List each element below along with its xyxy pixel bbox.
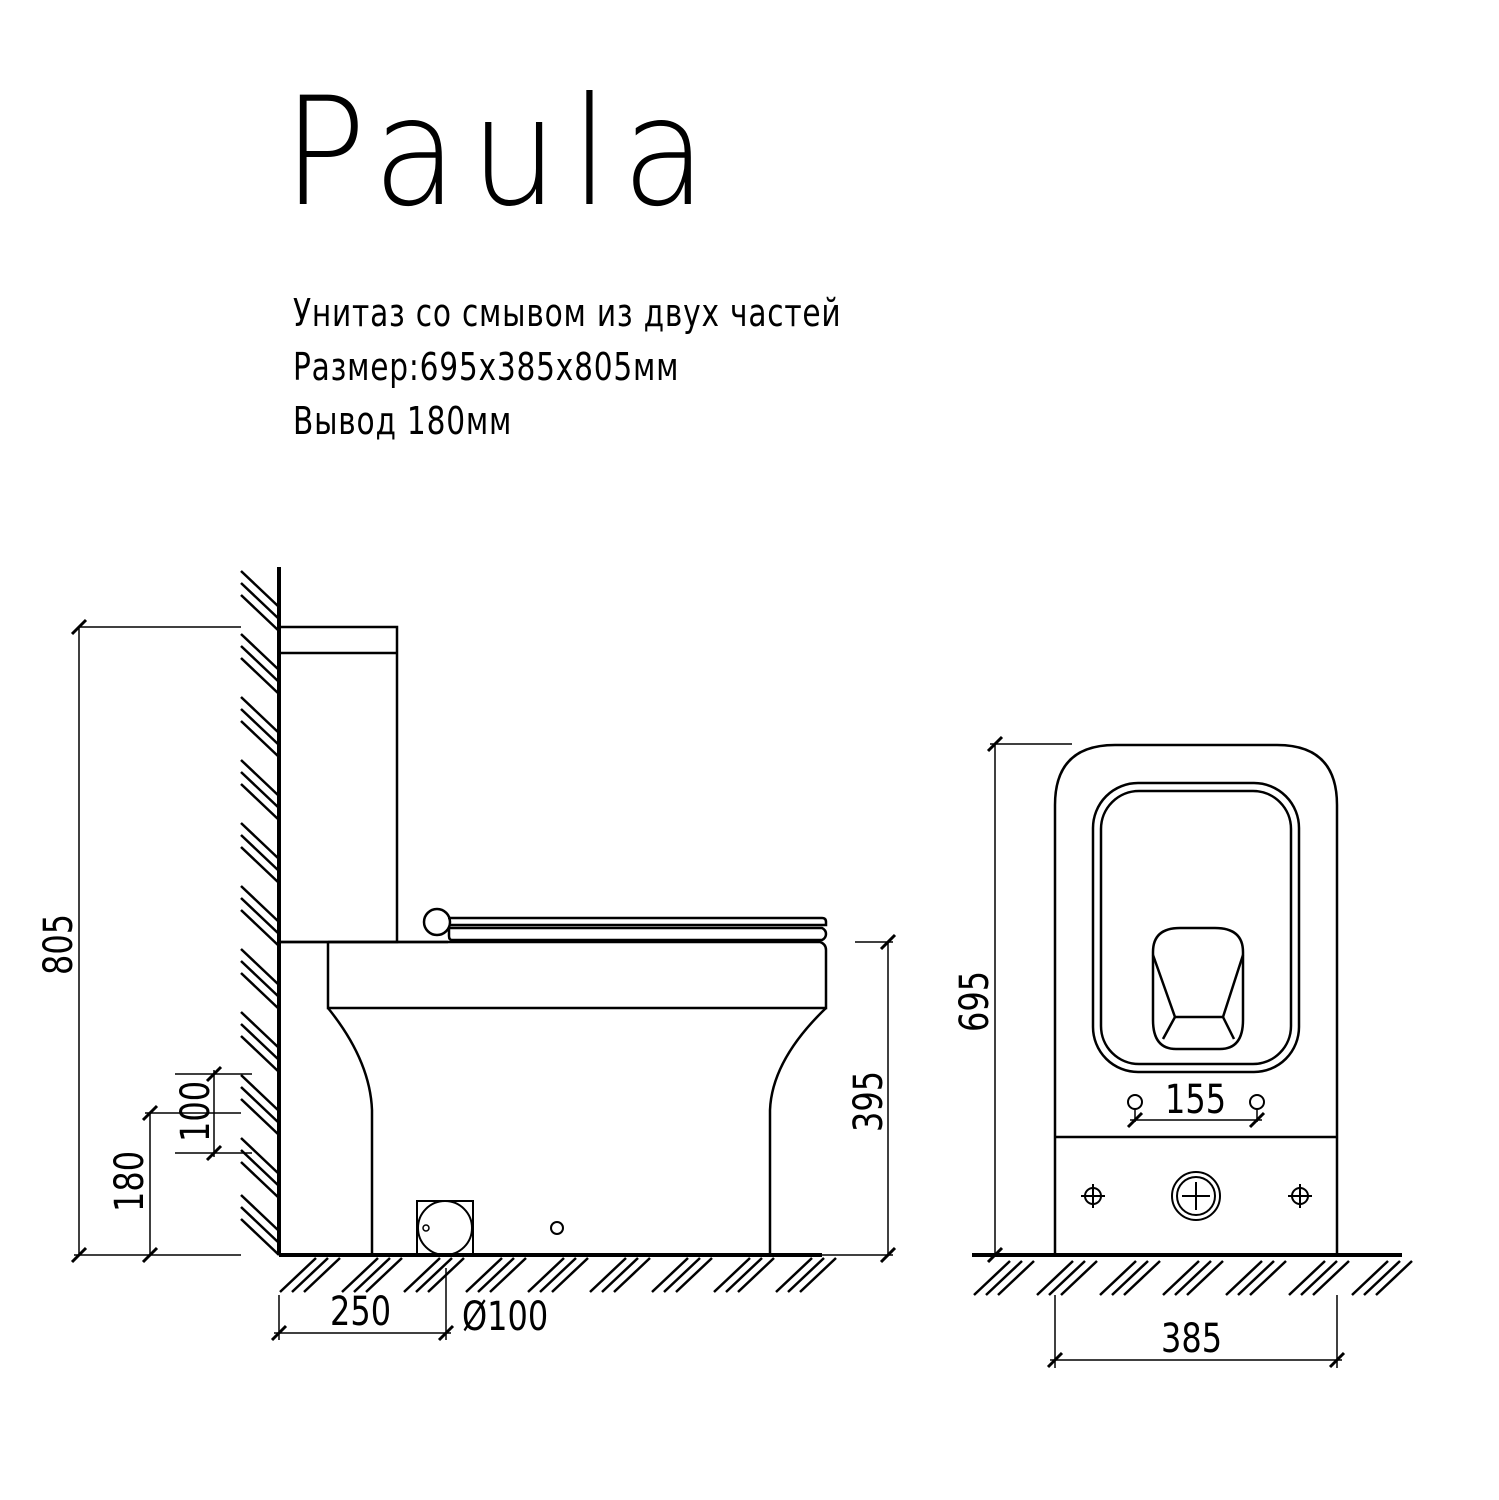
dim-100-label: 100 <box>171 1081 218 1142</box>
bowl-hole <box>1151 926 1245 1051</box>
seat-inner <box>1099 789 1293 1066</box>
seat-outer <box>1091 781 1301 1074</box>
dim-diameter-label: Ø100 <box>462 1292 548 1339</box>
spec-outlet: Вывод 180мм <box>293 399 513 443</box>
bolt-hole <box>550 1221 564 1235</box>
spec-description: Унитаз со смывом из двух частей <box>293 291 842 335</box>
floor-hatch-front <box>972 1259 1414 1297</box>
seat-ring <box>447 926 828 942</box>
outlet-pipe <box>417 1200 473 1256</box>
spec-size: Размер:695x385x805мм <box>293 345 680 389</box>
front-view <box>972 735 1414 1369</box>
pedestal-left <box>327 1007 374 1255</box>
floor-bolt-left-icon <box>1081 1184 1105 1208</box>
dim-250-label: 250 <box>330 1287 391 1334</box>
dim-385-label: 385 <box>1161 1314 1222 1361</box>
dim-155-label: 155 <box>1165 1075 1226 1122</box>
side-view <box>70 567 897 1342</box>
dim-695-label: 695 <box>950 971 997 1032</box>
seat-bolt-right <box>1249 1094 1265 1110</box>
dim-180-label: 180 <box>105 1151 152 1212</box>
floor-bolt-right-icon <box>1288 1184 1312 1208</box>
body-outline <box>1053 743 1339 1255</box>
bowl-rim <box>326 940 828 1010</box>
dim-805-label: 805 <box>34 914 81 975</box>
dim-395-label: 395 <box>844 1071 891 1132</box>
cistern <box>277 625 399 944</box>
outlet-front-icon <box>1171 1171 1221 1221</box>
product-title: Paula <box>283 66 720 240</box>
pedestal-right <box>768 1007 827 1255</box>
seat-hinge <box>422 907 452 937</box>
seat-bolt-left <box>1127 1094 1143 1110</box>
seat-lid <box>448 916 828 927</box>
